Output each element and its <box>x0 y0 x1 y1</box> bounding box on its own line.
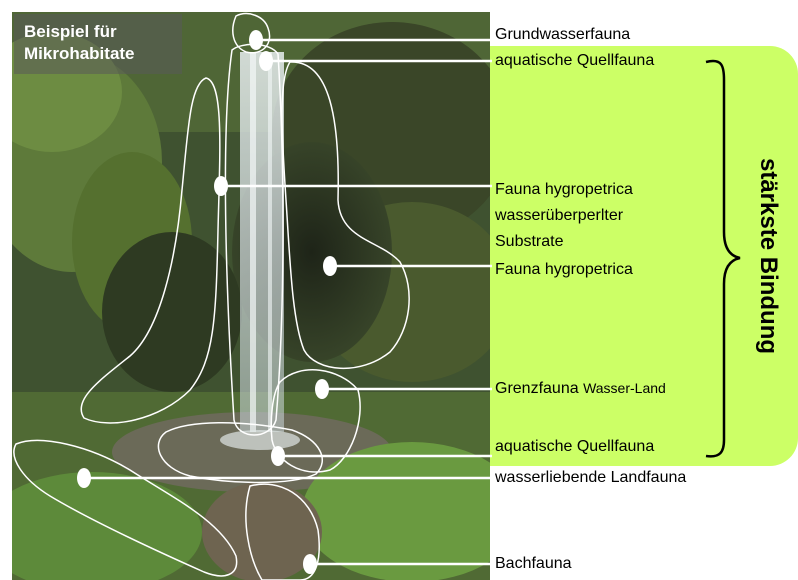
label-quellfauna-bottom: aquatische Quellfauna <box>495 437 654 457</box>
label-landfauna: wasserliebende Landfauna <box>495 468 686 488</box>
label-hygropetrica-2: Fauna hygropetrica <box>495 260 633 280</box>
label-hygropetrica-1-line3: Substrate <box>495 232 563 252</box>
label-grundwasserfauna: Grundwasserfauna <box>495 25 630 45</box>
zone-pool-outline <box>158 423 322 483</box>
label-quellfauna-top: aquatische Quellfauna <box>495 51 654 71</box>
zone-left-hygropetric-outline <box>81 78 220 423</box>
marker-dot-hygropetric-1 <box>214 176 228 196</box>
marker-dot-spring-top <box>259 51 273 71</box>
marker-dot-hygropetric-2 <box>323 256 337 276</box>
title-line-2: Mikrohabitate <box>24 44 135 64</box>
label-hygropetrica-1-line1: Fauna hygropetrica <box>495 180 633 200</box>
zone-waterfall-outline <box>225 44 283 435</box>
label-grenzfauna-main: Grenzfauna <box>495 380 583 397</box>
marker-dot-groundwater <box>249 30 263 50</box>
label-grenzfauna-small: Wasser-Land <box>583 380 666 396</box>
zone-land-outline <box>14 440 237 575</box>
title-line-1: Beispiel für <box>24 22 117 42</box>
label-hygropetrica-1-line2: wasserüberperlter <box>495 206 623 226</box>
bracket-label: stärkste Bindung <box>754 158 782 354</box>
marker-dot-land <box>77 468 91 488</box>
marker-dot-spring-bottom <box>271 446 285 466</box>
zone-right-hygropetric-outline <box>282 62 409 368</box>
marker-dot-stream <box>303 554 317 574</box>
label-bachfauna: Bachfauna <box>495 554 572 574</box>
marker-dot-border <box>315 379 329 399</box>
label-grenzfauna: Grenzfauna Wasser-Land <box>495 378 666 399</box>
curly-brace <box>706 61 740 456</box>
